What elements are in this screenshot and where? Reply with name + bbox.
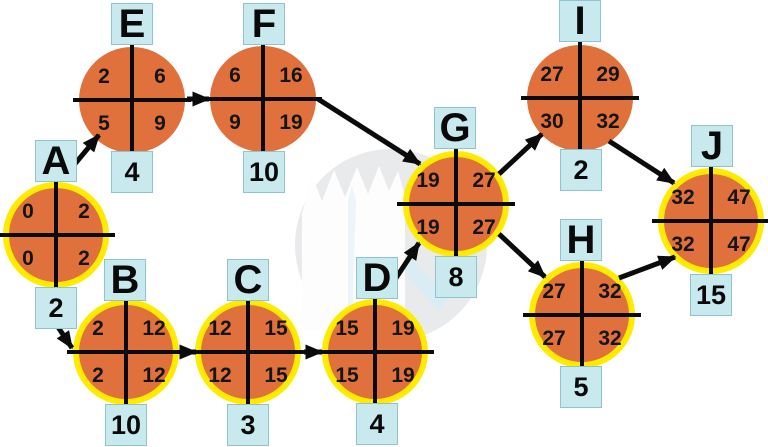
node-earliest-finish: 27 — [472, 169, 496, 192]
node-duration: 10 — [110, 409, 142, 440]
node-latest-start: 32 — [671, 233, 695, 256]
node-earliest-start: 12 — [208, 317, 232, 340]
node-latest-finish: 2 — [78, 247, 90, 270]
node-duration-box: 10 — [105, 404, 147, 446]
node-cross-vline — [454, 148, 458, 260]
node-letter: J — [700, 124, 724, 168]
node-duration: 4 — [124, 156, 140, 187]
node-letter-box: G — [434, 107, 476, 149]
node-letter: F — [251, 2, 277, 46]
node-cross-vline — [373, 296, 377, 408]
node-earliest-finish: 47 — [727, 186, 751, 209]
node-duration: 10 — [248, 156, 280, 187]
node-latest-start: 27 — [542, 327, 566, 350]
node-earliest-start: 6 — [229, 64, 241, 87]
node-cross-vline — [246, 296, 250, 408]
node-duration: 15 — [695, 279, 727, 310]
node-duration-box: 10 — [243, 151, 285, 193]
node-duration-box: 2 — [560, 149, 602, 191]
node-earliest-finish: 15 — [264, 317, 288, 340]
node-letter: B — [110, 258, 140, 302]
node-earliest-start: 27 — [540, 63, 564, 86]
node-earliest-start: 19 — [416, 169, 440, 192]
node-duration-box: 5 — [560, 366, 602, 408]
node-latest-finish: 27 — [472, 216, 496, 239]
node-latest-finish: 12 — [142, 364, 166, 387]
node-latest-start: 12 — [208, 364, 232, 387]
node-duration: 5 — [573, 371, 589, 402]
node-cross-vline — [709, 165, 713, 277]
node-latest-start: 0 — [22, 247, 34, 270]
node-latest-start: 5 — [98, 112, 110, 135]
node-duration: 4 — [369, 408, 385, 439]
node-cross-vline — [124, 296, 128, 408]
node-duration-box: 3 — [227, 404, 269, 446]
node-earliest-start: 27 — [542, 280, 566, 303]
node-earliest-start: 2 — [98, 65, 110, 88]
node-cross-vline — [578, 42, 582, 154]
node-earliest-finish: 32 — [598, 280, 622, 303]
node-letter-box: F — [243, 3, 285, 45]
node-letter-box: A — [35, 140, 77, 182]
node-cross-hline — [0, 233, 115, 237]
node-latest-finish: 15 — [264, 364, 288, 387]
node-letter: C — [233, 258, 263, 302]
node-letter-box: J — [691, 125, 733, 167]
node-duration: 3 — [240, 409, 256, 440]
node-letter: I — [574, 0, 586, 43]
node-latest-finish: 19 — [391, 364, 415, 387]
node-letter-box: E — [111, 3, 153, 45]
node-duration: 2 — [48, 292, 64, 323]
node-latest-start: 15 — [335, 364, 359, 387]
node-cross-vline — [580, 259, 584, 371]
node-cross-vline — [261, 43, 265, 155]
node-letter: A — [41, 139, 71, 183]
node-earliest-finish: 2 — [78, 200, 90, 223]
node-latest-finish: 9 — [154, 112, 166, 135]
node-latest-finish: 19 — [279, 111, 303, 134]
node-letter-box: C — [227, 259, 269, 301]
node-duration-box: 4 — [111, 151, 153, 193]
node-earliest-start: 15 — [335, 317, 359, 340]
node-duration-box: 15 — [690, 274, 732, 316]
node-earliest-finish: 6 — [154, 65, 166, 88]
node-latest-finish: 32 — [596, 110, 620, 133]
node-latest-finish: 32 — [598, 327, 622, 350]
node-duration-box: 2 — [35, 287, 77, 329]
node-letter-box: I — [559, 0, 601, 42]
node-latest-start: 19 — [416, 216, 440, 239]
node-letter-box: H — [560, 219, 602, 261]
node-earliest-start: 32 — [671, 186, 695, 209]
node-letter-box: D — [356, 257, 398, 299]
node-earliest-finish: 16 — [279, 64, 303, 87]
node-letter: E — [118, 2, 146, 46]
node-earliest-finish: 29 — [596, 63, 620, 86]
node-duration-box: 4 — [356, 403, 398, 445]
node-latest-start: 9 — [229, 111, 241, 134]
node-earliest-start: 2 — [92, 317, 104, 340]
node-letter: G — [439, 106, 471, 150]
node-letter: H — [566, 218, 596, 262]
node-letter: D — [362, 256, 392, 300]
node-letter-box: B — [104, 259, 146, 301]
node-cross-vline — [130, 44, 134, 156]
node-duration: 8 — [448, 261, 464, 292]
node-cross-vline — [54, 179, 58, 291]
node-earliest-finish: 12 — [142, 317, 166, 340]
node-duration-box: 8 — [435, 256, 477, 298]
node-latest-finish: 47 — [727, 233, 751, 256]
node-duration: 2 — [573, 154, 589, 185]
node-earliest-finish: 19 — [391, 317, 415, 340]
node-latest-start: 30 — [540, 110, 564, 133]
node-latest-start: 2 — [92, 364, 104, 387]
node-earliest-start: 0 — [22, 200, 34, 223]
